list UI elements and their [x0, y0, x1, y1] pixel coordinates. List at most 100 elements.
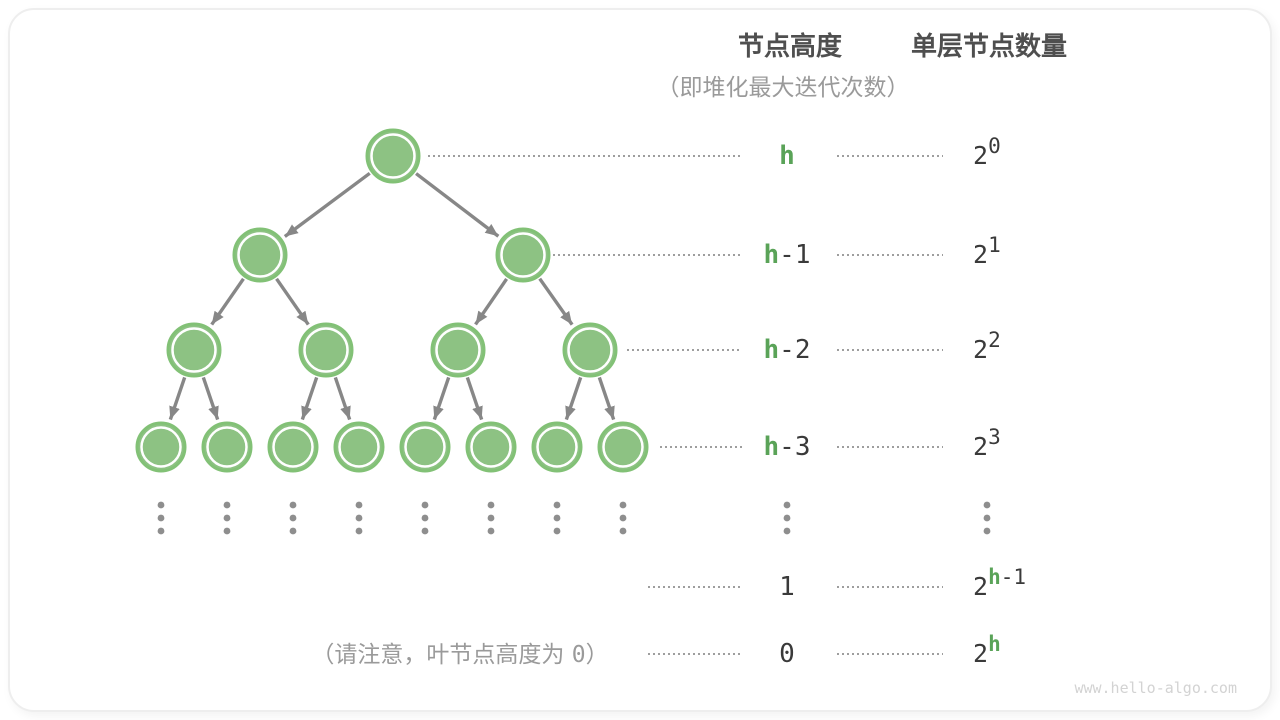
dotted-line — [837, 155, 943, 157]
ellipsis-dot — [783, 527, 791, 535]
tree-edge-arrow — [168, 376, 187, 421]
tree-node-inner-ring — [338, 426, 380, 468]
ellipsis-dot — [783, 501, 791, 509]
tree-node — [531, 421, 583, 473]
ellipsis-dot — [421, 527, 429, 535]
tree-edge-arrow — [465, 376, 484, 421]
leaf-height-note: （请注意，叶节点高度为 0） — [311, 642, 609, 668]
ellipsis-dot — [157, 514, 165, 522]
tree-edge-arrow — [564, 376, 583, 421]
tree-edge-arrow — [333, 376, 352, 421]
count-column-title: 单层节点数量 — [910, 32, 1068, 62]
count-label-2-h: 2h — [973, 631, 1001, 668]
tree-edge-arrow — [300, 376, 319, 421]
dotted-line — [553, 254, 742, 256]
tree-node — [267, 421, 319, 473]
height-label-h-1: h-1 — [763, 240, 811, 270]
tree-node-inner-ring — [404, 426, 446, 468]
height-label-0: 0 — [779, 639, 795, 669]
count-label-2-0: 20 — [973, 133, 1001, 170]
ellipsis-dot — [289, 527, 297, 535]
dotted-line — [837, 653, 943, 655]
tree-node — [562, 322, 618, 378]
height-column-subtitle: （即堆化最大迭代次数） — [656, 75, 910, 101]
tree-node — [597, 421, 649, 473]
tree-node-inner-ring — [272, 426, 314, 468]
tree-node — [232, 227, 288, 283]
height-label-1: 1 — [779, 572, 795, 602]
ellipsis-dot — [355, 501, 363, 509]
tree-node-inner-ring — [237, 232, 283, 278]
ellipsis-dot — [157, 527, 165, 535]
ellipsis-dot — [983, 514, 991, 522]
height-label-h-3: h-3 — [763, 432, 811, 462]
dotted-line — [837, 254, 943, 256]
ellipsis-dot — [223, 501, 231, 509]
ellipsis-dot — [223, 527, 231, 535]
tree-node-inner-ring — [500, 232, 546, 278]
ellipsis-dot — [487, 501, 495, 509]
height-label-h: h — [779, 141, 795, 171]
tree-node-inner-ring — [171, 327, 217, 373]
count-label-2-3: 23 — [973, 424, 1001, 461]
tree-node — [495, 227, 551, 283]
tree-node — [166, 322, 222, 378]
ellipsis-dot — [289, 501, 297, 509]
ellipsis-dot — [223, 514, 231, 522]
tree-node-inner-ring — [303, 327, 349, 373]
ellipsis-dot — [421, 514, 429, 522]
tree-edge-arrow — [201, 376, 220, 421]
tree-edge-arrow — [597, 376, 616, 421]
count-label-2-2: 22 — [973, 327, 1001, 364]
tree-node — [430, 322, 486, 378]
dotted-line — [837, 586, 943, 588]
ellipsis-dot — [487, 514, 495, 522]
dotted-line — [837, 349, 943, 351]
dotted-line — [627, 349, 742, 351]
tree-node — [298, 322, 354, 378]
ellipsis-dot — [619, 514, 627, 522]
tree-node-inner-ring — [470, 426, 512, 468]
ellipsis-dot — [421, 501, 429, 509]
tree-node — [333, 421, 385, 473]
count-label-2-1: 21 — [973, 232, 1001, 269]
tree-node — [135, 421, 187, 473]
ellipsis-dot — [983, 501, 991, 509]
tree-node — [465, 421, 517, 473]
height-column-title: 节点高度 — [737, 32, 843, 62]
tree-edge-arrow — [283, 171, 371, 238]
tree-edge-arrow — [538, 277, 574, 326]
tree-node-inner-ring — [206, 426, 248, 468]
tree-node-inner-ring — [602, 426, 644, 468]
ellipsis-dot — [783, 514, 791, 522]
dotted-line — [837, 446, 943, 448]
ellipsis-dot — [289, 514, 297, 522]
dotted-line — [648, 586, 743, 588]
tree-edge-arrow — [275, 277, 310, 326]
ellipsis-dot — [983, 527, 991, 535]
watermark: www.hello-algo.com — [1074, 679, 1237, 697]
tree-edge-arrow — [474, 277, 509, 326]
ellipsis-dot — [553, 501, 561, 509]
count-label-2-h-1: 2h-1 — [973, 564, 1027, 601]
ellipsis-dot — [553, 514, 561, 522]
ellipsis-dot — [619, 527, 627, 535]
tree-edge-arrow — [210, 277, 245, 326]
tree-node — [201, 421, 253, 473]
dotted-line — [660, 446, 742, 448]
tree-node — [399, 421, 451, 473]
ellipsis-dot — [619, 501, 627, 509]
height-label-h-2: h-2 — [763, 335, 811, 365]
ellipsis-dot — [487, 527, 495, 535]
ellipsis-dot — [355, 514, 363, 522]
tree-node-inner-ring — [140, 426, 182, 468]
tree-node-inner-ring — [536, 426, 578, 468]
tree-node-inner-ring — [435, 327, 481, 373]
tree-edge-arrow — [432, 376, 451, 421]
dotted-line — [428, 155, 742, 157]
tree-node-inner-ring — [370, 133, 416, 179]
ellipsis-dot — [355, 527, 363, 535]
dotted-line — [648, 653, 743, 655]
